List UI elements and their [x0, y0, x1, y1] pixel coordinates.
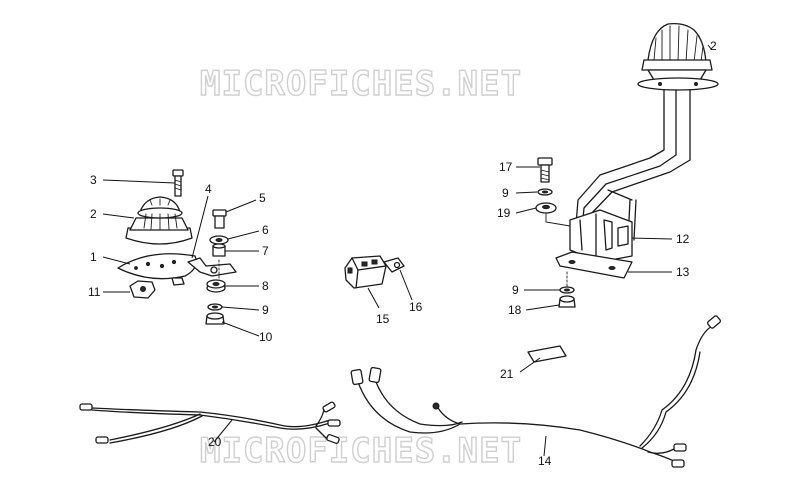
label-18: 18: [508, 303, 522, 317]
label-20: 20: [208, 435, 222, 449]
part-2-cap-right: [637, 22, 719, 91]
part-21-tag: [527, 345, 567, 363]
part-3-screw: [172, 169, 184, 197]
label-6: 6: [262, 223, 269, 237]
label-9-lower: 9: [512, 283, 519, 297]
label-3: 3: [90, 173, 97, 187]
label-9-upper: 9: [502, 186, 509, 200]
part-labels: 3 2 1 11 4 5 6 7 8 9 10 15 16 17 9 19 12…: [88, 39, 717, 468]
part-9-washer-lower: [559, 286, 575, 294]
label-7: 7: [262, 244, 269, 258]
label-10: 10: [259, 330, 273, 344]
small-nut: [171, 277, 185, 286]
part-13-plate: [555, 251, 633, 279]
part-10-nut: [205, 312, 225, 325]
label-17: 17: [499, 160, 513, 174]
label-9-left: 9: [262, 303, 269, 317]
relay-assembly: [344, 255, 405, 289]
part-9-washer-upper: [537, 188, 553, 196]
part-15-relay: [344, 255, 387, 289]
part-18-nut: [558, 295, 576, 308]
part-4-bracket: [187, 257, 237, 277]
leader-lines: [102, 44, 713, 457]
label-15: 15: [376, 312, 390, 326]
part-1-plate: [117, 253, 197, 280]
label-2-left: 2: [90, 207, 97, 221]
label-13: 13: [676, 265, 690, 279]
watermark-top: MICROFICHES.NET: [200, 64, 522, 104]
part-7-spacer: [212, 243, 226, 257]
part-2-cap-left: [125, 196, 193, 245]
part-17-bolt: [537, 157, 553, 183]
part-14-harness: [350, 315, 721, 468]
label-12: 12: [676, 232, 690, 246]
label-14: 14: [538, 454, 552, 468]
part-9-washer-left: [207, 303, 223, 311]
right-horn-assembly: [535, 22, 719, 308]
part-16-clip: [383, 257, 405, 273]
part-20-harness: [79, 401, 341, 444]
part-11-nut: [129, 280, 156, 299]
label-5: 5: [259, 191, 266, 205]
label-19: 19: [497, 206, 511, 220]
label-8: 8: [262, 279, 269, 293]
left-horn-assembly: [117, 169, 237, 325]
label-4: 4: [205, 182, 212, 196]
label-1: 1: [90, 250, 97, 264]
watermark-bottom: MICROFICHES.NET: [200, 431, 522, 471]
part-19-rubber: [535, 202, 557, 214]
part-12-bracket: [569, 209, 633, 263]
part-5-bolt: [212, 209, 227, 229]
label-21: 21: [500, 367, 514, 381]
part-6-washer: [209, 235, 229, 245]
label-11: 11: [88, 285, 101, 299]
label-2-right: 2: [710, 39, 717, 53]
part-8-rubber: [206, 279, 226, 293]
label-16: 16: [409, 300, 423, 314]
